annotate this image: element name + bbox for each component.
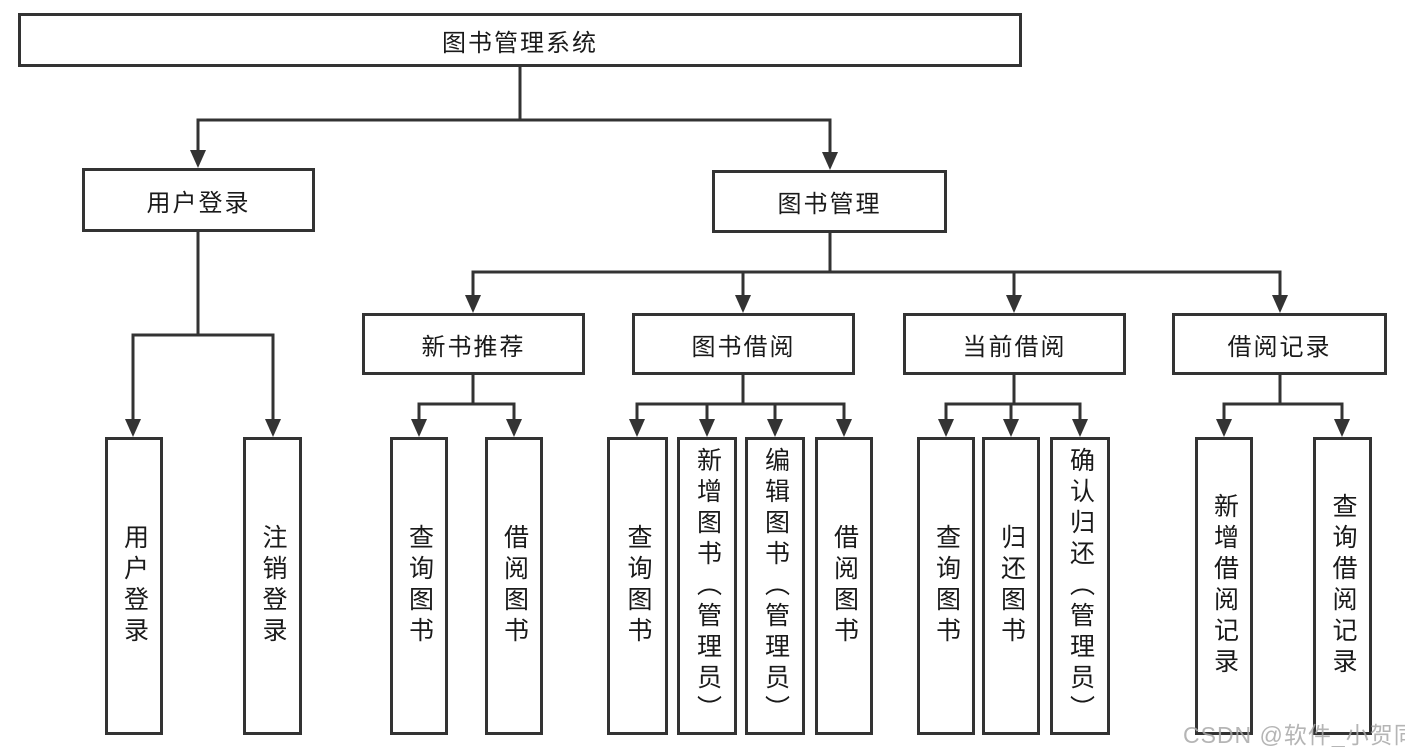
leaf-query-books-borrow: 查询图书 — [607, 437, 668, 735]
leaf-query-books-current: 查询图书 — [917, 437, 975, 735]
leaf-query-borrow-record: 查询借阅记录 — [1313, 437, 1372, 735]
leaf-add-books-admin: 新增图书（管理员） — [677, 437, 737, 735]
leaf-logout: 注销登录 — [243, 437, 302, 735]
leaf-borrow-books-recommend: 借阅图书 — [485, 437, 543, 735]
leaf-confirm-return-admin: 确认归还（管理员） — [1050, 437, 1110, 735]
leaf-return-books: 归还图书 — [982, 437, 1040, 735]
arrowheads — [125, 150, 1350, 437]
node-library-system: 图书管理系统 — [18, 13, 1022, 67]
node-current-borrow: 当前借阅 — [903, 313, 1126, 375]
leaf-add-borrow-record: 新增借阅记录 — [1195, 437, 1253, 735]
leaf-borrow-books: 借阅图书 — [815, 437, 873, 735]
leaf-query-books-recommend: 查询图书 — [390, 437, 448, 735]
node-new-book-recommend: 新书推荐 — [362, 313, 585, 375]
node-book-management: 图书管理 — [712, 170, 947, 233]
node-book-borrow: 图书借阅 — [632, 313, 855, 375]
node-borrow-records: 借阅记录 — [1172, 313, 1387, 375]
leaf-edit-books-admin: 编辑图书（管理员） — [745, 437, 805, 735]
leaf-user-login: 用户登录 — [105, 437, 163, 735]
connector-lines — [131, 67, 1344, 421]
watermark: CSDN @软件_小贺同学 — [1183, 722, 1405, 747]
node-user-login: 用户登录 — [82, 168, 315, 232]
